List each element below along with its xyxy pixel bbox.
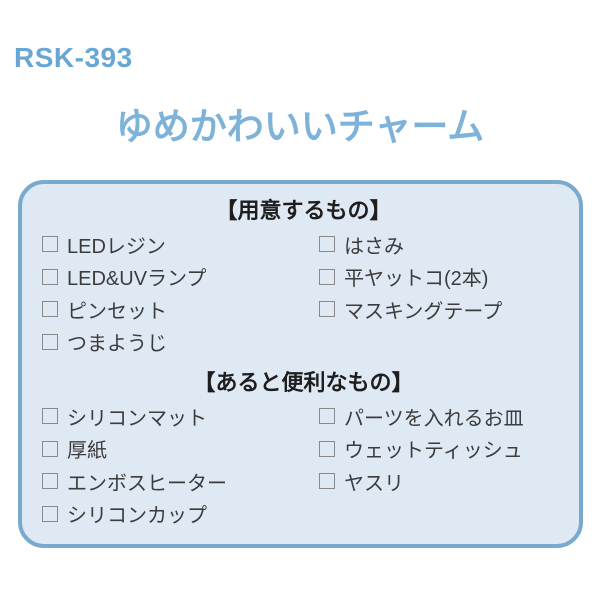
empty-checkbox-icon <box>42 505 58 522</box>
section-prepare-left-column: LEDレジン LED&UVランプ ピンセット つまようじ <box>42 228 319 358</box>
empty-checkbox-icon <box>319 473 335 490</box>
checklist-item-label: はさみ <box>344 235 404 258</box>
checklist-item-label: ウェットティッシュ <box>344 440 523 463</box>
empty-checkbox-icon <box>319 268 335 285</box>
checklist-item-label: マスキングテープ <box>344 300 503 323</box>
empty-checkbox-icon <box>42 236 58 253</box>
checklist-item: つまようじ <box>42 326 319 359</box>
checklist-item: LEDレジン <box>42 228 319 261</box>
empty-checkbox-icon <box>319 236 335 253</box>
empty-checkbox-icon <box>42 268 58 285</box>
checklist-item: LED&UVランプ <box>42 261 319 294</box>
checklist-item-label: ピンセット <box>67 300 167 323</box>
section-handy-right-column: パーツを入れるお皿 ウェットティッシュ ヤスリ <box>319 400 565 530</box>
page-title: ゆめかわいいチャーム <box>115 106 485 147</box>
empty-checkbox-icon <box>42 473 58 490</box>
checklist-item-label: 厚紙 <box>67 440 107 463</box>
section-heading-handy: 【あると便利なもの】 <box>193 370 414 395</box>
checklist-item: ピンセット <box>42 293 319 326</box>
checklist-item-label: シリコンマット <box>67 407 207 430</box>
checklist-item-label: LED&UVランプ <box>67 268 207 291</box>
empty-checkbox-icon <box>42 301 58 318</box>
checklist-item-label: LEDレジン <box>67 235 166 258</box>
checklist-item: シリコンマット <box>42 400 319 433</box>
checklist-item-label: つまようじ <box>67 333 167 356</box>
section-handy-left-column: シリコンマット 厚紙 エンボスヒーター シリコンカップ <box>42 400 319 530</box>
checklist-item: 厚紙 <box>42 433 319 466</box>
checklist-item: ウェットティッシュ <box>319 433 565 466</box>
empty-checkbox-icon <box>319 301 335 318</box>
checklist-item-label: シリコンカップ <box>67 505 207 528</box>
checklist-item-label: 平ヤットコ(2本) <box>344 268 489 291</box>
section-prepare-right-column: はさみ 平ヤットコ(2本) マスキングテープ <box>319 228 565 358</box>
checklist-item: エンボスヒーター <box>42 465 319 498</box>
product-code: RSK-393 <box>14 42 133 73</box>
empty-checkbox-icon <box>42 440 58 457</box>
section-heading-prepare: 【用意するもの】 <box>215 198 392 223</box>
checklist-item: 平ヤットコ(2本) <box>319 261 565 294</box>
checklist-item: ヤスリ <box>319 465 565 498</box>
checklist-item-label: エンボスヒーター <box>67 472 227 495</box>
checklist-box: 【用意するもの】 LEDレジン LED&UVランプ ピンセット つまようじ <box>18 180 583 548</box>
checklist-item: はさみ <box>319 228 565 261</box>
checklist-item: シリコンカップ <box>42 498 319 531</box>
checklist-item: パーツを入れるお皿 <box>319 400 565 433</box>
checklist-item-label: パーツを入れるお皿 <box>344 407 524 430</box>
empty-checkbox-icon <box>42 408 58 425</box>
empty-checkbox-icon <box>319 408 335 425</box>
checklist-item-label: ヤスリ <box>344 472 404 495</box>
section-prepare-columns: LEDレジン LED&UVランプ ピンセット つまようじ はさみ 平ヤ <box>42 228 565 358</box>
checklist-item: マスキングテープ <box>319 293 565 326</box>
section-handy-columns: シリコンマット 厚紙 エンボスヒーター シリコンカップ パーツを入れるお皿 <box>42 400 565 530</box>
empty-checkbox-icon <box>319 440 335 457</box>
empty-checkbox-icon <box>42 333 58 350</box>
